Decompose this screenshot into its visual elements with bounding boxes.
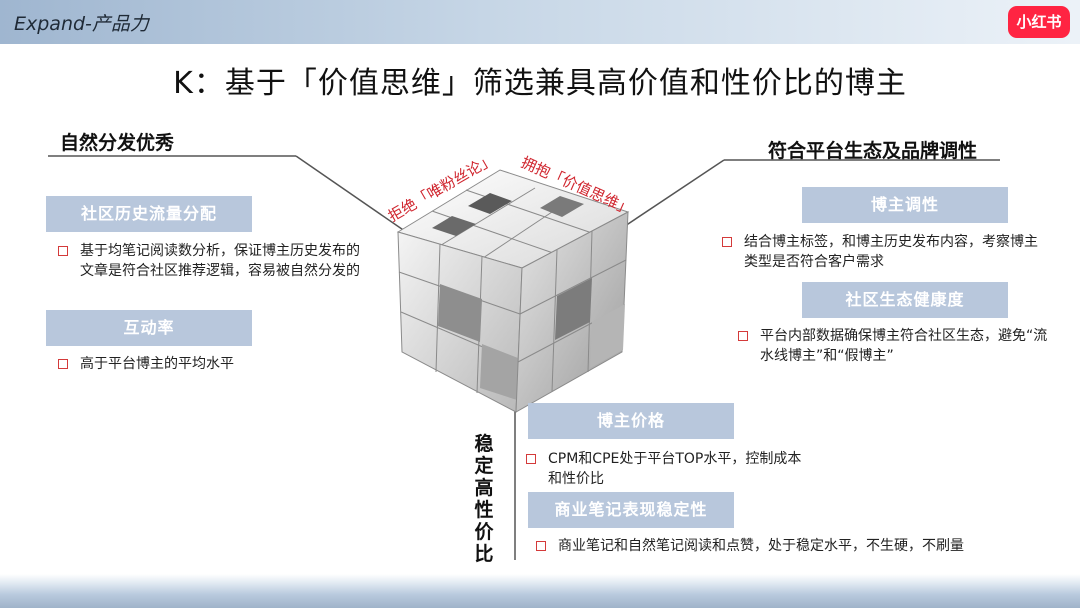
section-bar-price: 博主价格 [528, 403, 734, 439]
section-bar-stability: 商业笔记表现稳定性 [528, 492, 734, 528]
bullet-traffic: 基于均笔记阅读数分析，保证博主历史发布的文章是符合社区推荐逻辑，容易被自然分发的 [56, 241, 360, 281]
header-label: Expand-产品力 [14, 13, 149, 35]
bullet-box-icon [526, 454, 536, 464]
left-heading: 自然分发优秀 [60, 132, 175, 154]
bullet-box-icon [58, 359, 68, 369]
bullet-interaction: 高于平台博主的平均水平 [56, 354, 360, 374]
bullet-text: 基于均笔记阅读数分析，保证博主历史发布的文章是符合社区推荐逻辑，容易被自然分发的 [80, 243, 360, 279]
bullet-tone: 结合博主标签，和博主历史发布内容，考察博主类型是否符合客户需求 [720, 232, 1044, 272]
bullet-text: CPM和CPE处于平台TOP水平，控制成本和性价比 [548, 451, 802, 487]
section-bar-interaction: 互动率 [46, 310, 252, 346]
section-bar-tone: 博主调性 [802, 187, 1008, 223]
bullet-text: 商业笔记和自然笔记阅读和点赞，处于稳定水平，不生硬，不刷量 [558, 538, 964, 554]
bullet-box-icon [58, 246, 68, 256]
bullet-health: 平台内部数据确保博主符合社区生态，避免“流水线博主”和“假博主” [736, 326, 1060, 366]
bullet-price: CPM和CPE处于平台TOP水平，控制成本和性价比 [524, 449, 808, 489]
section-bar-health: 社区生态健康度 [802, 282, 1008, 318]
bullet-stability: 商业笔记和自然笔记阅读和点赞，处于稳定水平，不生硬，不刷量 [534, 536, 1058, 556]
bullet-box-icon [722, 237, 732, 247]
bullet-box-icon [738, 331, 748, 341]
bullet-text: 结合博主标签，和博主历史发布内容，考察博主类型是否符合客户需求 [744, 234, 1038, 270]
bullet-text: 平台内部数据确保博主符合社区生态，避免“流水线博主”和“假博主” [760, 328, 1048, 364]
right-heading: 符合平台生态及品牌调性 [768, 140, 978, 162]
bullet-box-icon [536, 541, 546, 551]
bullet-text: 高于平台博主的平均水平 [80, 356, 234, 372]
bottom-heading: 稳定高性价比 [474, 433, 494, 565]
section-bar-traffic: 社区历史流量分配 [46, 196, 252, 232]
bottom-decorative-strip [0, 574, 1080, 608]
xiaohongshu-logo: 小红书 [1008, 6, 1070, 38]
header-bar: Expand-产品力 小红书 [0, 0, 1080, 44]
slide-title: K：基于「价值思维」筛选兼具高价值和性价比的博主 [173, 66, 907, 101]
